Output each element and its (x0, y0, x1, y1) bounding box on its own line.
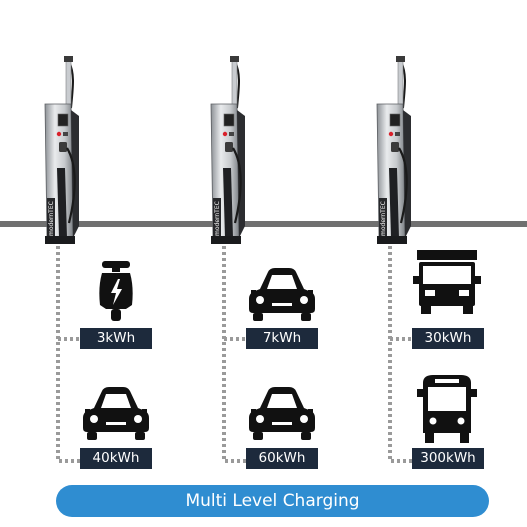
power-label-car: 7kWh (246, 328, 318, 349)
rail (0, 221, 527, 227)
brand-text: modernTEC (380, 201, 387, 236)
car-icon (83, 387, 149, 440)
power-label-bus: 300kWh (412, 448, 484, 469)
connectors (56, 240, 412, 463)
car-icon (249, 387, 315, 440)
power-label-scooter: 3kWh (80, 328, 152, 349)
brand-text: modernTEC (214, 201, 221, 236)
truck-icon (413, 250, 481, 314)
power-label-truck: 30kWh (412, 328, 484, 349)
bus-icon (417, 375, 477, 443)
power-label-car: 40kWh (80, 448, 152, 469)
power-label-car: 60kWh (246, 448, 318, 469)
banner: Multi Level Charging (56, 485, 489, 517)
brand-text: modernTEC (48, 201, 55, 236)
scooter-icon (99, 261, 133, 321)
car-icon (249, 268, 315, 321)
